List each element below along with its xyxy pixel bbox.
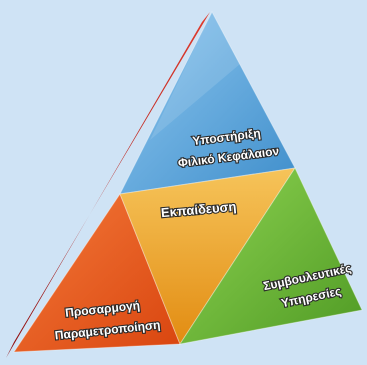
top-sheen xyxy=(150,12,240,140)
section-right xyxy=(178,166,363,345)
